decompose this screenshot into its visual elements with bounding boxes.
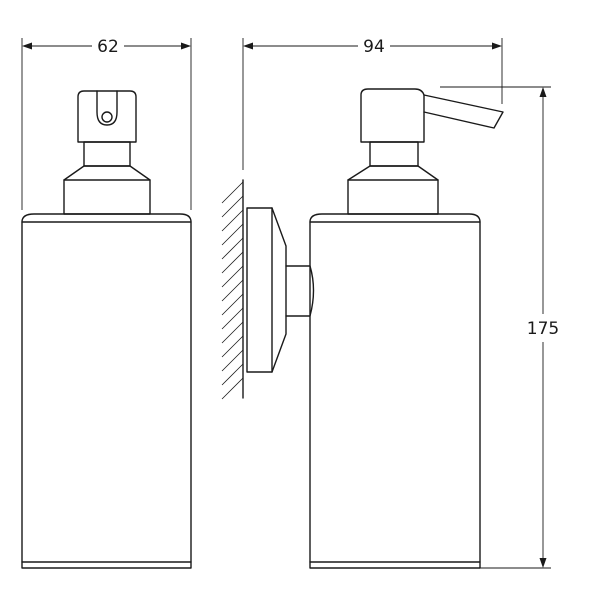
pump-neck (83, 141, 131, 167)
side-pump-neck (369, 141, 419, 167)
side-view: 94 175 (221, 37, 559, 569)
wall-bracket (246, 207, 315, 373)
nozzle-hole (101, 111, 113, 123)
dimension-label-side-depth: 94 (363, 37, 385, 57)
dimension-label-height: 175 (527, 319, 559, 339)
side-pump-collar (347, 165, 439, 215)
dimension-side-depth: 94 (242, 37, 503, 170)
container-top (21, 213, 192, 223)
wall-plate (246, 207, 287, 373)
dimension-front-width: 62 (21, 37, 192, 210)
side-container-body (309, 221, 481, 569)
container-body (21, 221, 192, 569)
wall (221, 179, 244, 400)
side-container-top (309, 213, 481, 223)
front-view: 62 (21, 37, 192, 569)
pump-collar (63, 165, 151, 215)
pump-head (77, 90, 137, 143)
pump-nozzle (96, 90, 118, 126)
side-pump-head (360, 88, 425, 143)
dimension-label-front-width: 62 (97, 37, 119, 57)
pump-lever (423, 94, 504, 129)
dimension-height: 175 (440, 86, 559, 569)
